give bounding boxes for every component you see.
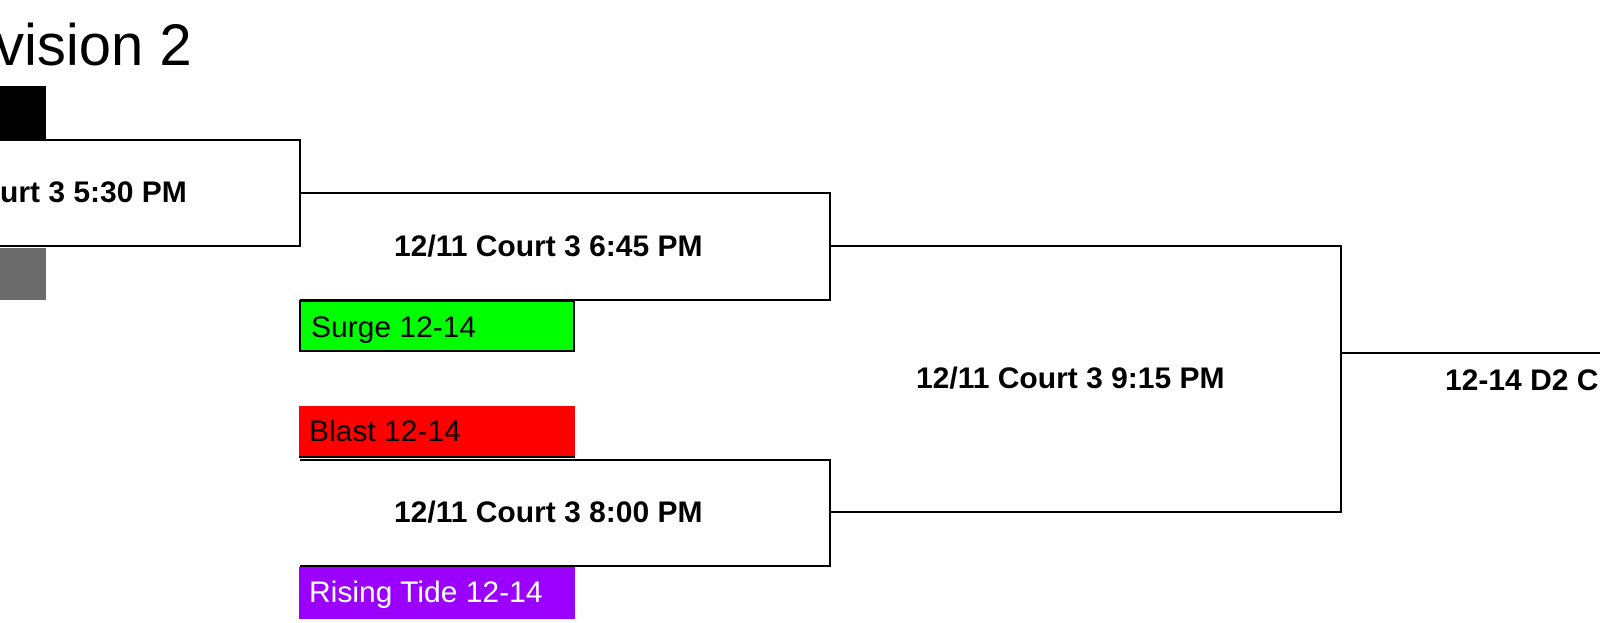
team-surge-label: Surge 12-14 xyxy=(311,311,477,344)
game-530-label: urt 3 5:30 PM xyxy=(0,176,187,209)
team-blast: Blast 12-14 xyxy=(299,406,575,458)
bracket-title: vision 2 xyxy=(0,13,192,78)
final-label: 12-14 D2 C xyxy=(1445,364,1599,397)
game-915-bracket xyxy=(830,245,1342,513)
team-rising-tide-label: Rising Tide 12-14 xyxy=(309,576,543,609)
top-seed-swatch xyxy=(0,86,46,140)
team-blast-label: Blast 12-14 xyxy=(309,415,461,448)
team-surge: Surge 12-14 xyxy=(299,300,575,352)
game-800-label: 12/11 Court 3 8:00 PM xyxy=(394,496,703,529)
second-seed-swatch xyxy=(0,248,46,300)
game-645-label: 12/11 Court 3 6:45 PM xyxy=(394,230,703,263)
game-915-label: 12/11 Court 3 9:15 PM xyxy=(916,362,1225,395)
team-rising-tide: Rising Tide 12-14 xyxy=(299,567,575,619)
